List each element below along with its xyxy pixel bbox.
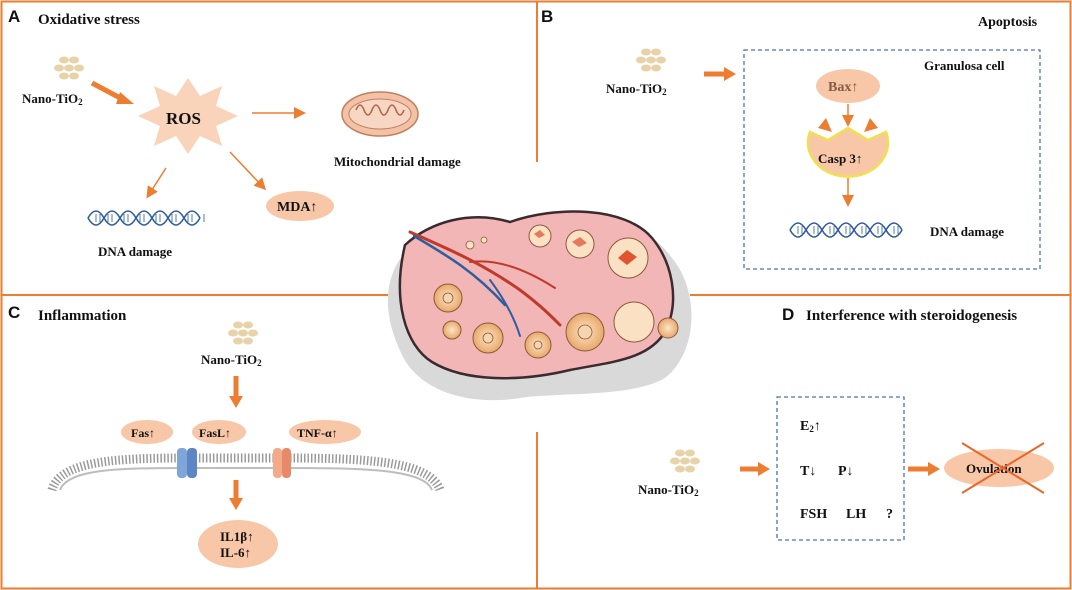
- fsh-label: FSH: [800, 507, 827, 522]
- panel-a-letter: A: [8, 7, 20, 26]
- nanoparticle-icon: [636, 48, 666, 72]
- ovulation-ellipse: [944, 449, 1054, 487]
- panel-b: B Apoptosis Nano-TiO2 Granulosa cell Bax…: [541, 7, 1041, 270]
- il6-label: IL-6↑: [220, 545, 251, 560]
- fasl-label: FasL↑: [199, 426, 231, 440]
- e2-label: E2↑: [800, 419, 821, 434]
- casp-label: Casp 3↑: [818, 151, 862, 166]
- panel-a-nano-label: Nano-TiO2: [22, 91, 83, 107]
- dna-label-a: DNA damage: [98, 244, 172, 259]
- arrow-ros-to-dna: [146, 167, 167, 199]
- fas-label: Fas↑: [131, 426, 155, 440]
- question-label: ?: [886, 507, 893, 522]
- arrow-ros-to-mda: [229, 151, 267, 191]
- panel-d: D Interference with steroidogenesis Nano…: [638, 305, 1054, 541]
- arrow-head: [758, 462, 770, 476]
- fas-ellipse: [121, 420, 173, 444]
- receptor-icon: [177, 448, 197, 478]
- mito-label: Mitochondrial damage: [334, 154, 461, 169]
- pacman-icon: [806, 118, 890, 178]
- t-label: T↓: [800, 464, 816, 479]
- panel-c-letter: C: [8, 303, 20, 322]
- panel-a: A Oxidative stress Nano-TiO2 ROS Mitocho…: [8, 7, 461, 259]
- burst-icon: [138, 78, 238, 154]
- p-label: P↓: [838, 464, 854, 479]
- tnf-label: TNF-α↑: [297, 426, 338, 440]
- receptor-icon: [273, 448, 291, 478]
- panel-a-title: Oxidative stress: [38, 12, 140, 28]
- arrow-head: [724, 67, 736, 81]
- hormone-box: [776, 396, 905, 541]
- arrow-head: [928, 462, 940, 476]
- mitochondrion-icon: [341, 91, 419, 137]
- dna-helix-icon: [87, 210, 205, 226]
- mda-label: MDA↑: [277, 200, 317, 215]
- arrow-head: [229, 396, 243, 408]
- nanoparticle-icon: [54, 56, 84, 80]
- arrow-head: [116, 92, 134, 104]
- panel-c-title: Inflammation: [38, 308, 127, 324]
- membrane-icon: [47, 453, 445, 492]
- ovary-icon: [387, 210, 692, 401]
- panel-b-nano-label: Nano-TiO2: [606, 81, 667, 97]
- panel-c-nano-label: Nano-TiO2: [201, 352, 262, 368]
- panel-b-letter: B: [541, 7, 553, 26]
- panel-c: C Inflammation Nano-TiO2 Fas↑ FasL↑ TNF-…: [8, 303, 445, 568]
- panel-d-letter: D: [782, 305, 794, 324]
- tnf-ellipse: [289, 420, 361, 444]
- panel-d-nano-label: Nano-TiO2: [638, 482, 699, 498]
- granulosa-cell-box: [743, 49, 1041, 270]
- arrow-head: [229, 498, 243, 510]
- follicle-icon: [433, 224, 679, 359]
- il-ellipse: [198, 520, 278, 568]
- ros-label: ROS: [166, 109, 201, 128]
- blood-vessel-icon: [408, 230, 562, 337]
- mda-ellipse: [266, 191, 334, 221]
- cross-icon: [961, 442, 1045, 494]
- lh-label: LH: [846, 507, 866, 522]
- granulosa-label: Granulosa cell: [924, 58, 1005, 73]
- bax-label: Bax↑: [828, 80, 858, 95]
- il1-label: IL1β↑: [220, 529, 254, 544]
- dna-label-b: DNA damage: [930, 224, 1004, 239]
- bax-ellipse: [816, 69, 880, 103]
- fasl-ellipse: [192, 420, 246, 444]
- nanoparticle-icon: [228, 321, 258, 345]
- panel-b-title: Apoptosis: [978, 15, 1038, 30]
- nanoparticle-icon: [670, 449, 700, 473]
- dna-helix-icon: [789, 222, 903, 238]
- panel-d-title: Interference with steroidogenesis: [806, 308, 1017, 324]
